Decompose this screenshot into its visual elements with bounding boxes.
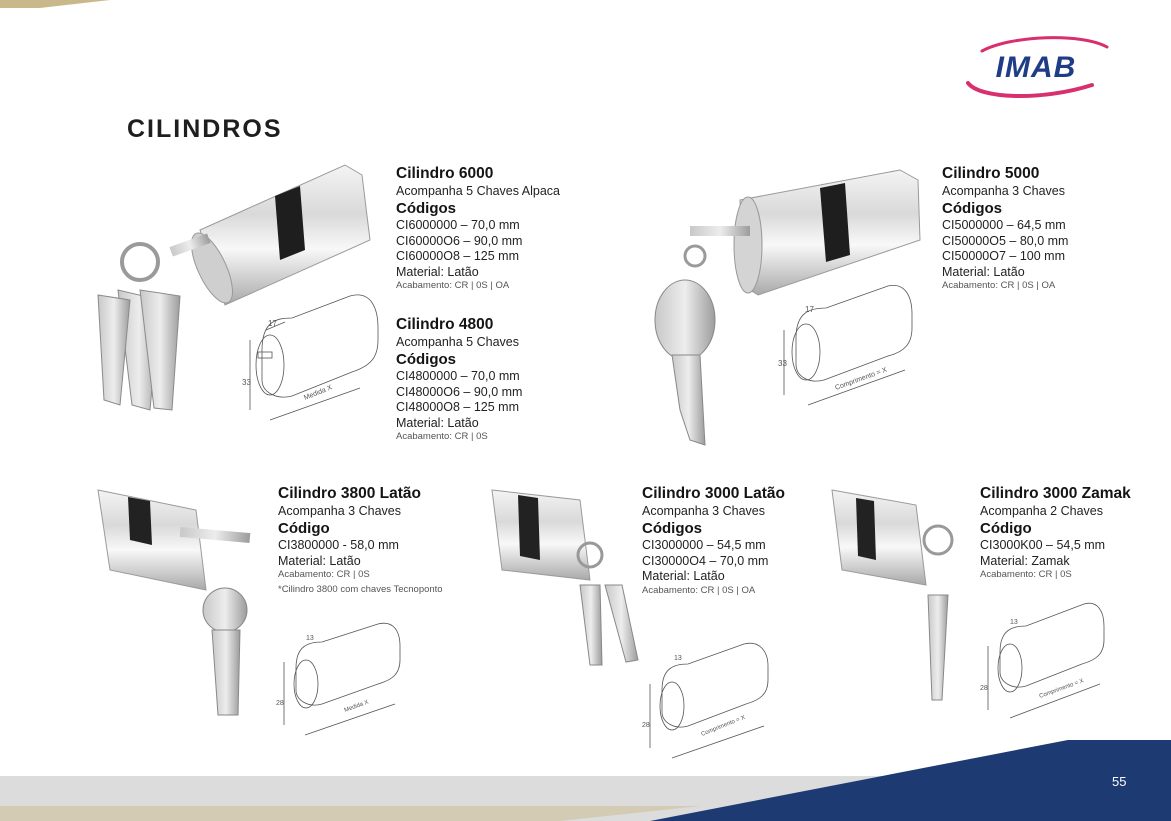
svg-text:28: 28 — [642, 722, 650, 729]
page-number: 55 — [1112, 774, 1127, 789]
product-cilindro-4800: Cilindro 4800 Acompanha 5 Chaves Códigos… — [396, 317, 522, 442]
cylinder-6000-dimension-diagram: 33 17 Medida X — [242, 294, 379, 421]
product-cilindro-5000: Cilindro 5000 Acompanha 3 Chaves Códigos… — [942, 166, 1068, 291]
product-material: Material: Latão — [278, 553, 361, 568]
product-name: Cilindro 6000 — [396, 165, 494, 182]
product-code: CI48000O8 – 125 mm — [396, 400, 519, 414]
cylinder-3800-photo — [97, 489, 251, 716]
product-code: CI60000O6 – 90,0 mm — [396, 233, 523, 248]
product-material: Material: Latão — [942, 264, 1025, 279]
product-keys: Acompanha 3 Chaves — [942, 183, 1065, 198]
product-code: CI50000O7 – 100 mm — [942, 249, 1065, 263]
product-finish: Acabamento: CR | 0S — [396, 431, 488, 442]
cylinder-3000-zamak-photo — [831, 489, 954, 701]
product-finish: Acabamento: CR | 0S — [980, 569, 1072, 580]
product-code: CI30000O4 – 70,0 mm — [642, 553, 769, 568]
product-code: CI3800000 - 58,0 mm — [278, 538, 399, 552]
product-keys: Acompanha 3 Chaves — [278, 503, 401, 518]
product-cilindro-3000-zamak: Cilindro 3000 Zamak Acompanha 2 Chaves C… — [980, 486, 1131, 580]
svg-text:13: 13 — [306, 635, 314, 642]
product-cilindro-6000: Cilindro 6000 Acompanha 5 Chaves Alpaca … — [396, 166, 560, 291]
product-finish: Acabamento: CR | 0S | OA — [642, 584, 756, 596]
cylinder-6000-photo — [97, 164, 371, 411]
product-material: Material: Latão — [396, 264, 479, 279]
page-title: CILINDROS — [127, 115, 283, 143]
product-name: Cilindro 5000 — [942, 165, 1040, 182]
corner-accent — [0, 0, 110, 8]
svg-text:17: 17 — [268, 319, 277, 328]
product-material: Material: Zamak — [980, 553, 1070, 568]
product-material: Material: Latão — [642, 569, 725, 583]
svg-text:17: 17 — [805, 305, 814, 314]
svg-text:28: 28 — [276, 700, 284, 707]
product-cilindro-3800: Cilindro 3800 Latão Acompanha 3 Chaves C… — [278, 486, 443, 594]
product-code: CI3000K00 – 54,5 mm — [980, 538, 1106, 552]
codes-heading: Códigos — [942, 200, 1002, 217]
product-cilindro-3000-latao: Cilindro 3000 Latão Acompanha 3 Chaves C… — [642, 486, 785, 595]
product-note: *Cilindro 3800 com chaves Tecnoponto — [278, 583, 443, 595]
product-keys: Acompanha 5 Chaves Alpaca — [396, 183, 560, 198]
svg-text:33: 33 — [242, 378, 251, 387]
product-keys: Acompanha 2 Chaves — [980, 503, 1103, 518]
product-keys: Acompanha 3 Chaves — [642, 503, 765, 518]
cylinder-3800-dimension-diagram: 28 13 Medida X — [276, 622, 401, 736]
svg-text:13: 13 — [1010, 619, 1018, 626]
cylinder-5000-dimension-diagram: 33 17 Comprimento = X — [778, 285, 913, 406]
product-name: Cilindro 4800 — [396, 316, 494, 333]
product-keys: Acompanha 5 Chaves — [396, 334, 519, 349]
product-code: CI60000O8 – 125 mm — [396, 249, 519, 263]
codes-heading: Códigos — [642, 520, 702, 537]
product-code: CI50000O5 – 80,0 mm — [942, 233, 1069, 248]
cylinder-3000-latao-photo — [491, 489, 639, 666]
codes-heading: Códigos — [396, 351, 456, 368]
svg-text:33: 33 — [778, 359, 787, 368]
product-name: Cilindro 3000 Latão — [642, 485, 785, 502]
product-finish: Acabamento: CR | 0S | OA — [396, 280, 510, 291]
footer-band — [0, 740, 1171, 821]
codes-heading: Código — [278, 520, 330, 537]
codes-heading: Códigos — [396, 200, 456, 217]
product-code: CI48000O6 – 90,0 mm — [396, 384, 523, 399]
svg-text:Comprimento = X: Comprimento = X — [1039, 678, 1085, 700]
product-name: Cilindro 3000 Zamak — [980, 485, 1131, 502]
product-code: CI3000000 – 54,5 mm — [642, 538, 766, 552]
svg-text:13: 13 — [674, 655, 682, 662]
cylinder-5000-photo — [654, 169, 921, 446]
product-code: CI4800000 – 70,0 mm — [396, 369, 520, 383]
svg-text:28: 28 — [980, 685, 988, 692]
product-finish: Acabamento: CR | 0S | OA — [942, 280, 1056, 291]
product-code: CI6000000 – 70,0 mm — [396, 218, 520, 232]
svg-text:Medida X: Medida X — [344, 700, 370, 714]
cylinder-3000-zamak-dimension-diagram: 28 13 Comprimento = X — [980, 602, 1105, 719]
product-material: Material: Latão — [396, 415, 479, 430]
product-name: Cilindro 3800 Latão — [278, 485, 421, 502]
codes-heading: Código — [980, 520, 1032, 537]
product-code: CI5000000 – 64,5 mm — [942, 218, 1066, 232]
svg-text:IMAB: IMAB — [996, 51, 1077, 84]
imab-logo[interactable]: IMAB — [962, 33, 1112, 101]
product-finish: Acabamento: CR | 0S — [278, 569, 370, 580]
